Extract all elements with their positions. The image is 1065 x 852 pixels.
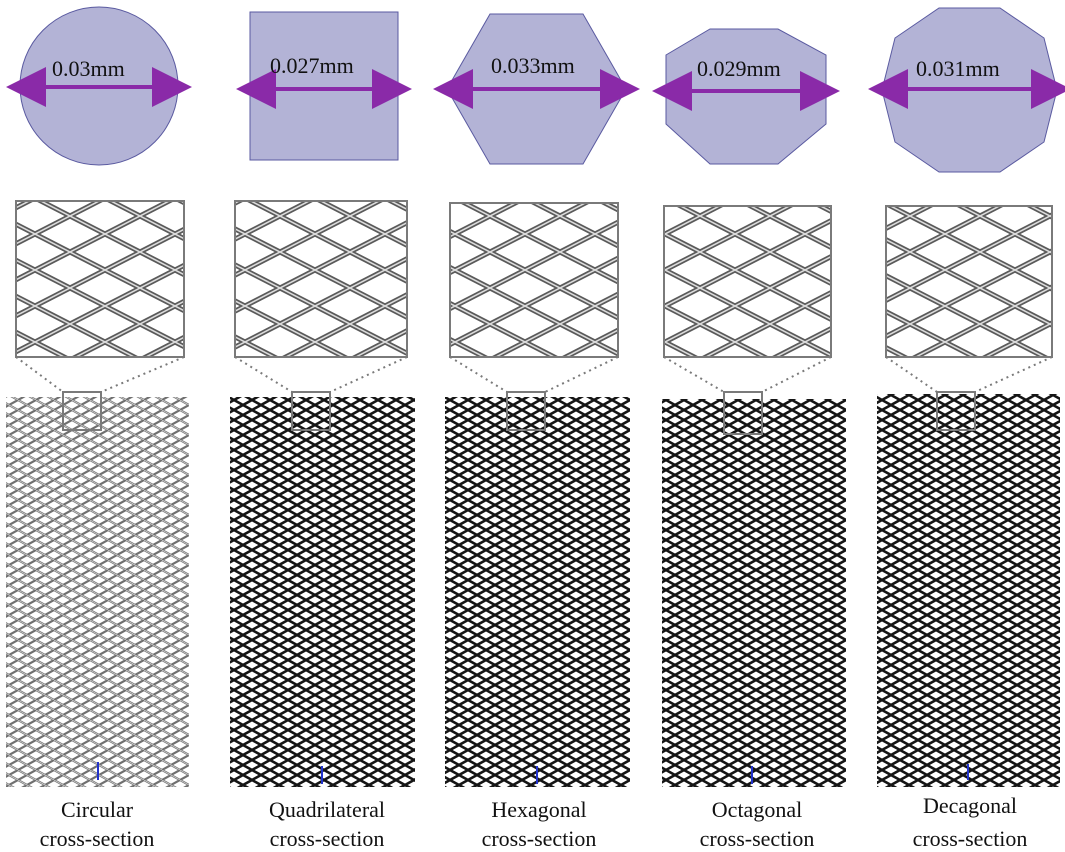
zoom-leader-right <box>329 356 408 393</box>
caption-line-2: cross-section <box>700 826 815 851</box>
zoom-region-marker <box>723 391 763 435</box>
zoom-region-marker <box>506 391 546 431</box>
zoom-leader-left <box>15 356 64 393</box>
zoom-leader-left <box>885 356 938 393</box>
dimension-label: 0.03mm <box>52 56 125 81</box>
caption-line-1: Circular <box>61 797 134 822</box>
stent-mesh-tube <box>230 397 415 787</box>
dimension-label: 0.027mm <box>270 53 354 78</box>
panel-hexagonal: 0.033mm Hexagonal cross-section <box>433 13 640 851</box>
dimension-label: 0.031mm <box>916 56 1000 81</box>
caption-line-2: cross-section <box>913 826 1028 851</box>
zoom-region-marker <box>62 391 102 431</box>
zoom-inset-frame <box>663 205 832 358</box>
caption-line-1: Decagonal <box>923 793 1017 818</box>
caption-line-1: Hexagonal <box>491 797 586 822</box>
zoom-inset-frame <box>449 202 619 358</box>
panel-octagonal: 0.029mm Octagonal cross-section <box>652 28 846 851</box>
zoom-leader-right <box>544 356 619 393</box>
caption-line-2: cross-section <box>270 826 385 851</box>
zoom-inset-frame <box>885 205 1053 358</box>
zoom-inset-frame <box>15 200 185 358</box>
caption-line-1: Quadrilateral <box>269 797 385 822</box>
stent-mesh-tube <box>662 399 846 787</box>
zoom-leader-left <box>234 356 293 393</box>
dimension-label: 0.029mm <box>697 56 781 81</box>
zoom-leader-right <box>974 356 1053 393</box>
stent-mesh-tube <box>877 394 1060 787</box>
zoom-region-marker <box>291 391 331 431</box>
dimension-label: 0.033mm <box>491 53 575 78</box>
zoom-inset-frame <box>234 200 408 358</box>
caption-line-1: Octagonal <box>712 797 802 822</box>
panel-quadrilateral: 0.027mm Quadrilateral cross-section <box>230 11 415 851</box>
caption-line-2: cross-section <box>482 826 597 851</box>
zoom-leader-left <box>663 356 725 393</box>
stent-mesh-tube <box>445 397 630 787</box>
panel-decagonal: 0.031mm Decagonal cross-section <box>868 7 1065 851</box>
quadrilateral-cross-section-shape <box>249 11 399 161</box>
zoom-leader-left <box>449 356 508 393</box>
zoom-leader-right <box>100 356 185 393</box>
panel-circular: 0.03mm Circular cross-section <box>6 6 192 851</box>
stent-mesh-tube <box>6 397 189 787</box>
zoom-leader-right <box>761 356 832 393</box>
caption-line-2: cross-section <box>40 826 155 851</box>
octagonal-cross-section-shape <box>665 28 827 165</box>
zoom-region-marker <box>936 391 976 431</box>
